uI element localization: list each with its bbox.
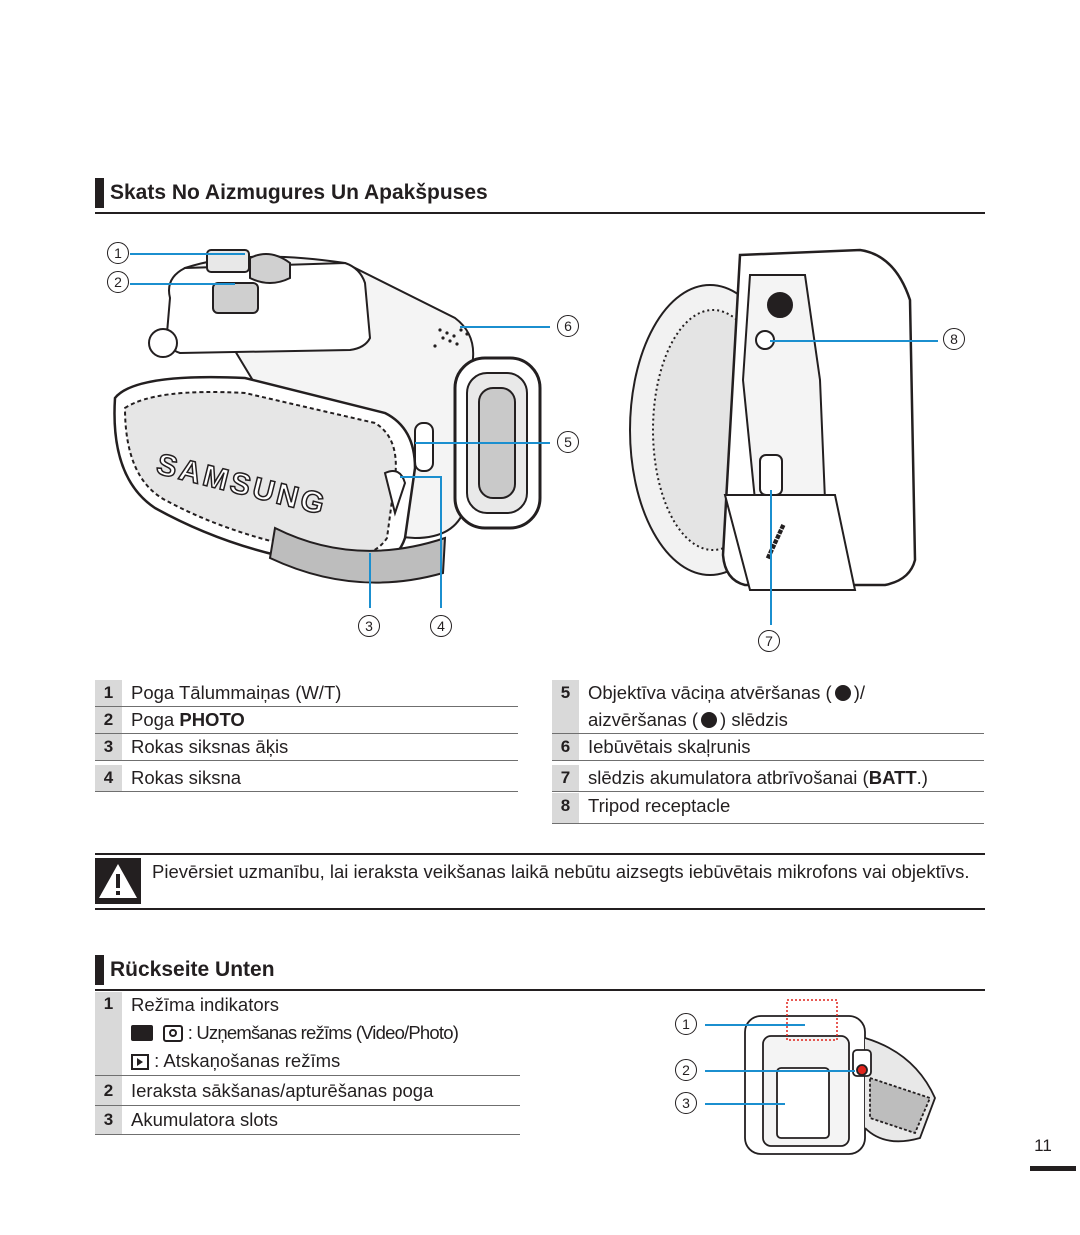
- camcorder-bottom-illustration: ■■■■■■■: [629, 248, 917, 591]
- section-heading: Skats No Aizmugures Un Apakšpuses: [95, 178, 985, 214]
- legend-text-part: .): [916, 767, 928, 788]
- page-number: 11: [1034, 1136, 1052, 1155]
- legend-item: 6 Iebūvētais skaļrunis: [552, 734, 984, 761]
- legend-item: 3 Akumulatora slots: [95, 1106, 520, 1135]
- legend-text-part: slēdzis akumulatora atbrīvošanai (: [588, 767, 869, 788]
- legend-item: 1 Režīma indikators : Uzņemšanas režīms …: [95, 992, 520, 1076]
- legend-item: 3 Rokas siksnas āķis: [95, 734, 518, 761]
- callout-b3-icon: 3: [675, 1092, 697, 1114]
- callout-b1-icon: 1: [675, 1013, 697, 1035]
- lens-cover-open-icon: [834, 685, 851, 701]
- video-camera-icon: [131, 1025, 153, 1041]
- callout-line-b2: [705, 1070, 855, 1072]
- legend-text-part: : Atskaņošanas režīms: [154, 1050, 341, 1071]
- callout-1-icon: 1: [107, 242, 129, 264]
- legend-text-part: : Uzņemšanas režīms (Video/Photo): [187, 1022, 459, 1043]
- play-icon: [131, 1054, 149, 1070]
- section-title: Rückseite Unten: [110, 958, 275, 981]
- mode-indicator-highlight: [786, 999, 838, 1041]
- callout-line-4a: [400, 476, 440, 478]
- legend-text-part: Objektīva vāciņa atvēršanas (: [588, 682, 832, 703]
- callout-line-7: [770, 490, 772, 625]
- legend-text-bold: PHOTO: [179, 709, 245, 730]
- callout-line-4b: [440, 476, 442, 608]
- legend-number: 4: [95, 765, 122, 791]
- legend-number: 7: [552, 765, 579, 791]
- legend-text: Objektīva vāciņa atvēršanas ( )/: [588, 680, 865, 706]
- legend-item: 7 slēdzis akumulatora atbrīvošanai (BATT…: [552, 765, 984, 792]
- legend-text-part: )/: [853, 682, 866, 703]
- legend-number: 5: [552, 680, 579, 733]
- photo-camera-icon: [163, 1025, 184, 1042]
- legend-text-part: Poga: [131, 709, 180, 730]
- legend-text: Akumulatora slots: [131, 1109, 279, 1130]
- heading-bar: [95, 178, 104, 208]
- legend-number: 3: [95, 734, 122, 760]
- legend-number: 2: [95, 1076, 122, 1105]
- legend-item: 2 Ieraksta sākšanas/apturēšanas poga: [95, 1076, 520, 1106]
- camcorder-back-small-illustration: [744, 999, 936, 1155]
- legend-text: Rokas siksna: [131, 767, 242, 788]
- callout-4-icon: 4: [430, 615, 452, 637]
- callout-2-icon: 2: [107, 271, 129, 293]
- callout-7-icon: 7: [758, 630, 780, 652]
- callout-5-icon: 5: [557, 431, 579, 453]
- callout-8-icon: 8: [943, 328, 965, 350]
- legend-text: slēdzis akumulatora atbrīvošanai (BATT.): [588, 765, 928, 791]
- lens-cover-close-icon: [701, 712, 718, 728]
- legend-text-line3: : Atskaņošanas režīms: [131, 1048, 340, 1074]
- legend-text-line2: aizvēršanas ( ) slēdzis: [588, 707, 788, 733]
- page-number-bar: [1030, 1166, 1076, 1171]
- legend-text: Rokas siksnas āķis: [131, 736, 289, 757]
- callout-b2-icon: 2: [675, 1059, 697, 1081]
- legend-text-part: ) slēdzis: [720, 709, 788, 730]
- callout-line-2: [130, 283, 235, 285]
- callout-3-icon: 3: [358, 615, 380, 637]
- legend-number: 3: [95, 1106, 122, 1134]
- callout-line-b3: [705, 1103, 785, 1105]
- callout-line-8: [770, 340, 938, 342]
- warning-icon: [95, 858, 141, 904]
- legend-item: 4 Rokas siksna: [95, 765, 518, 792]
- legend-number: 1: [95, 680, 122, 706]
- legend-text-line2: : Uzņemšanas režīms (Video/Photo): [131, 1020, 459, 1046]
- callout-6-icon: 6: [557, 315, 579, 337]
- legend-item: 1 Poga Tālummaiņas (W/T): [95, 680, 518, 707]
- legend-text: Poga PHOTO: [131, 707, 245, 733]
- heading-bar: [95, 955, 104, 985]
- legend-text: Poga Tālummaiņas (W/T): [131, 682, 342, 703]
- warning-box: Pievērsiet uzmanību, lai ieraksta veikša…: [95, 853, 985, 910]
- camcorder-rear-illustration: SAMSUNG: [113, 249, 542, 584]
- legend-text-bold: BATT: [868, 767, 917, 788]
- legend-number: 8: [552, 793, 579, 823]
- callout-line-3: [369, 553, 371, 608]
- legend-text: Režīma indikators: [131, 994, 280, 1015]
- legend-text: Ieraksta sākšanas/apturēšanas poga: [131, 1080, 434, 1101]
- legend-item: 8 Tripod receptacle: [552, 793, 984, 824]
- legend-text: Tripod receptacle: [588, 795, 731, 816]
- legend-number: 1: [95, 992, 122, 1075]
- legend-item: 5 Objektīva vāciņa atvēršanas ( )/ aizvēr…: [552, 680, 984, 734]
- legend-number: 6: [552, 734, 579, 760]
- section-heading: Rückseite Unten: [95, 955, 985, 991]
- callout-line-5: [415, 442, 550, 444]
- callout-line-b1: [705, 1024, 805, 1026]
- callout-line-1: [130, 253, 245, 255]
- legend-text: Iebūvētais skaļrunis: [588, 736, 751, 757]
- section-title: Skats No Aizmugures Un Apakšpuses: [110, 181, 488, 204]
- callout-line-6: [460, 326, 550, 328]
- legend-item: 2 Poga PHOTO: [95, 707, 518, 734]
- warning-text: Pievērsiet uzmanību, lai ieraksta veikša…: [152, 861, 970, 882]
- legend-number: 2: [95, 707, 122, 733]
- legend-text-part: aizvēršanas (: [588, 709, 699, 730]
